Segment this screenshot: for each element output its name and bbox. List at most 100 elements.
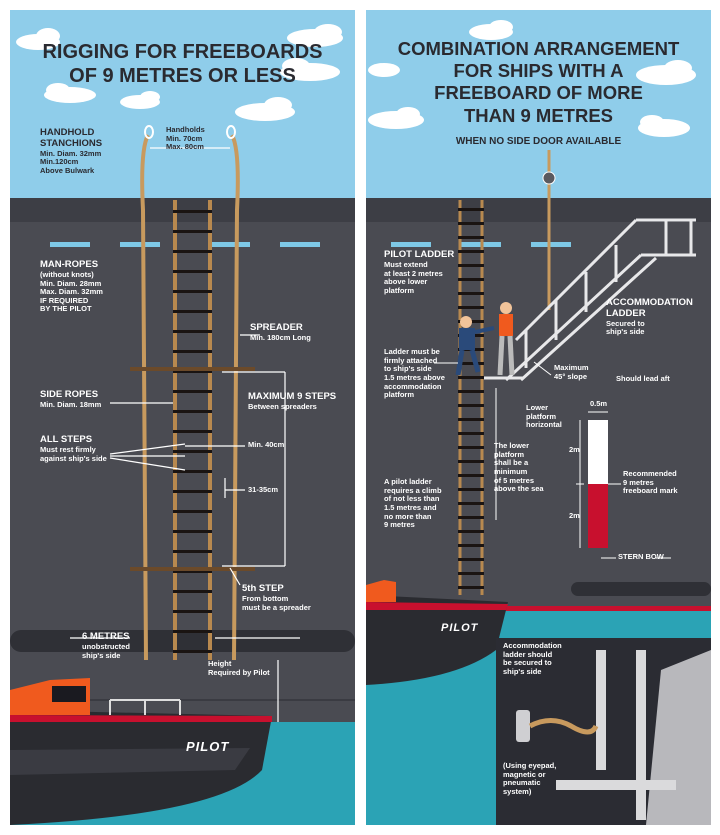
spreader-upper	[130, 367, 255, 371]
right-subtitle: WHEN NO SIDE DOOR AVAILABLE	[455, 136, 622, 147]
ladder-step	[458, 292, 484, 295]
left-title: RIGGING FOR FREEBOARDS OF 9 METRES OR LE…	[10, 40, 355, 88]
ladder-step	[173, 210, 212, 213]
ladder-step	[173, 410, 212, 413]
pilot-ladder-label: PILOT LADDER Must extend at least 2 metr…	[384, 249, 455, 295]
maximum-slope-label: Maximum 45° slope	[554, 363, 589, 381]
ladder-step	[173, 250, 212, 253]
crew-figure	[497, 302, 515, 376]
right-ladder-rungs	[458, 208, 484, 589]
mark-upper-label: 2m	[569, 445, 580, 454]
left-dimension-lines	[70, 147, 300, 722]
left-portholes	[50, 242, 320, 247]
freeboard-mark	[576, 411, 671, 559]
ladder-step	[458, 250, 484, 253]
ladder-step	[458, 530, 484, 533]
right-dimension-lines	[434, 361, 552, 520]
right-pilot-boat-label: PILOT	[441, 622, 479, 634]
left-diagram-panel: RIGGING FOR FREEBOARDS OF 9 METRES OR LE…	[10, 10, 355, 825]
right-handhold-stanchion	[230, 134, 240, 661]
ladder-step	[458, 362, 484, 365]
left-title-line1: RIGGING FOR FREEBOARDS	[42, 41, 323, 63]
inset-detail	[496, 638, 711, 825]
height-label: Height Required by Pilot	[208, 659, 270, 677]
ladder-step	[458, 502, 484, 505]
ladder-step	[173, 490, 212, 493]
ladder-step	[173, 330, 212, 333]
ladder-step	[458, 432, 484, 435]
right-waterline	[366, 606, 711, 611]
ladder-step	[173, 650, 212, 653]
ladder-step	[173, 510, 212, 513]
ladder-step	[458, 404, 484, 407]
ladder-step	[173, 450, 212, 453]
ladder-step	[173, 230, 212, 233]
right-diagram-panel: COMBINATION ARRANGEMENT FOR SHIPS WITH A…	[366, 10, 711, 825]
ladder-step	[173, 390, 212, 393]
ladder-step	[458, 572, 484, 575]
accommodation-ladder-label: ACCOMMODATION LADDER Secured to ship's s…	[606, 297, 693, 337]
spreader-label: SPREADER Min. 180cm Long	[250, 322, 311, 342]
stern-bow-label: STERN BOW	[618, 552, 664, 561]
left-pilot-boat	[10, 678, 272, 825]
right-title-line2: FOR SHIPS WITH A	[453, 60, 624, 82]
lower-platform-min-label: The lower platform shall be a minimum of…	[494, 441, 544, 494]
right-title-line4: THAN 9 METRES	[463, 104, 614, 126]
ladder-step	[458, 516, 484, 519]
ladder-step	[458, 376, 484, 379]
ladder-step	[458, 488, 484, 491]
ladder-step	[173, 630, 212, 633]
handhold-stanchions-label: HANDHOLD STANCHIONS Min. Diam. 32mm Min.…	[40, 127, 103, 176]
right-title: COMBINATION ARRANGEMENT FOR SHIPS WITH A…	[366, 38, 711, 127]
ladder-step	[458, 446, 484, 449]
ladder-step	[458, 558, 484, 561]
ladder-step	[458, 264, 484, 267]
ladder-step	[458, 544, 484, 547]
lead-aft-label: Should lead aft	[616, 374, 670, 383]
lower-platform-label: Lower platform horizontal	[526, 403, 562, 430]
right-sky	[366, 10, 711, 198]
man-ropes-label: MAN-ROPES (without knots) Min. Diam. 28m…	[40, 259, 103, 314]
right-title-line1: COMBINATION ARRANGEMENT	[397, 38, 680, 59]
right-deck-band	[366, 198, 711, 222]
ladder-step	[173, 590, 212, 593]
left-fender	[10, 630, 355, 652]
ladder-step	[173, 430, 212, 433]
climb-requirement-label: A pilot ladder requires a climb of not l…	[384, 477, 442, 530]
handholds-label: Handholds Min. 70cm Max. 80cm	[166, 125, 205, 152]
ladder-step	[173, 350, 212, 353]
left-illustration	[10, 10, 355, 825]
recommended-mark-label: Recommended 9 metres freeboard mark	[623, 469, 678, 496]
all-steps-label: ALL STEPS Must rest firmly against ship'…	[40, 434, 107, 463]
ladder-step	[458, 278, 484, 281]
ladder-step	[458, 418, 484, 421]
accommodation-ladder	[484, 218, 696, 382]
ladder-step	[458, 222, 484, 225]
ladder-step	[458, 474, 484, 477]
right-pilot-boat	[366, 580, 508, 685]
ladder-step	[173, 310, 212, 313]
left-handhold-stanchion	[140, 134, 150, 661]
right-clouds	[368, 20, 696, 137]
ladder-step	[458, 208, 484, 211]
spreader-lower	[130, 567, 255, 571]
left-clouds	[16, 24, 343, 121]
maximum-steps-label: MAXIMUM 9 STEPS Between spreaders	[248, 391, 337, 411]
min-40cm-label: Min. 40cm	[248, 440, 285, 449]
left-title-line2: OF 9 METRES OR LESS	[69, 65, 296, 87]
fifth-step-label: 5th STEP From bottom must be a spreader	[242, 583, 311, 612]
ladder-step	[173, 570, 212, 573]
ladder-step	[173, 530, 212, 533]
right-title-line3: FREEBOARD OF MORE	[434, 82, 643, 104]
six-metres-label: 6 METRES unobstructed ship's side	[82, 631, 130, 660]
ladder-attached-label: Ladder must be firmly attached to ship's…	[384, 347, 445, 400]
ladder-step	[173, 470, 212, 473]
ladder-step	[173, 610, 212, 613]
mark-lower-label: 2m	[569, 511, 580, 520]
ladder-step	[173, 290, 212, 293]
side-ropes-label: SIDE ROPES Min. Diam. 18mm	[40, 389, 102, 409]
inset-method-label: (Using eyepad, magnetic or pneumatic sys…	[503, 761, 557, 796]
mark-width-label: 0.5m	[590, 399, 608, 408]
step-spacing-label: 31-35cm	[248, 485, 279, 494]
ladder-step	[173, 550, 212, 553]
